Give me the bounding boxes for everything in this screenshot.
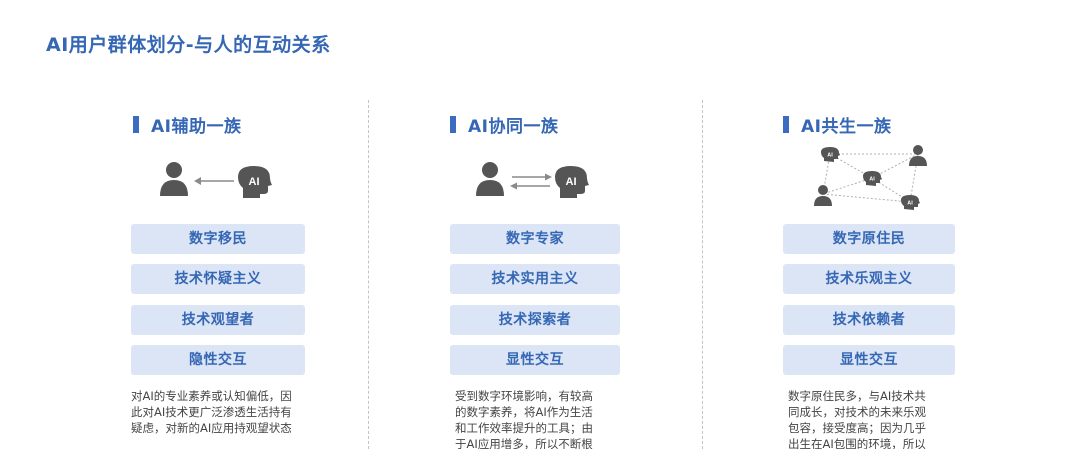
- tag-digital-expert: 数字专家: [450, 224, 620, 254]
- tag-tech-dependent: 技术依赖者: [783, 305, 955, 335]
- tag-tech-watcher: 技术观望者: [131, 305, 305, 335]
- human-ai-illustration: AI: [160, 162, 272, 198]
- column-divider: [702, 100, 703, 449]
- heading-marker: [133, 116, 139, 133]
- person-icon: [160, 162, 188, 196]
- ai-badge-label: AI: [827, 153, 833, 159]
- ai-badge-label: AI: [566, 176, 577, 188]
- person-icon: [814, 185, 832, 206]
- tag-explicit-interaction: 显性交互: [450, 345, 620, 375]
- person-icon: [476, 162, 504, 196]
- ai-head-icon: AI: [821, 147, 840, 162]
- heading-marker: [450, 116, 456, 133]
- ai-head-icon: AI: [901, 195, 920, 210]
- heading-text: AI协同一族: [468, 117, 559, 137]
- page-title: AI用户群体划分-与人的互动关系: [46, 34, 331, 56]
- ai-badge-label: AI: [869, 177, 875, 183]
- bidirectional-arrows-icon: [510, 173, 552, 190]
- person-icon: [909, 145, 927, 166]
- column-heading: AI共生一族: [783, 112, 891, 137]
- tag-implicit-interaction: 隐性交互: [131, 345, 305, 375]
- network-illustration: AI AI AI: [814, 145, 927, 210]
- heading-marker: [783, 116, 789, 133]
- ai-badge-label: AI: [249, 176, 260, 188]
- tag-tech-optimism: 技术乐观主义: [783, 264, 955, 294]
- ai-head-icon: AI: [555, 166, 589, 198]
- column-divider: [368, 100, 369, 449]
- tag-tech-explorer: 技术探索者: [450, 305, 620, 335]
- ai-head-icon: AI: [863, 171, 882, 186]
- human-ai-illustration: AI: [476, 162, 589, 198]
- column-description: 对AI的专业素养或认知偏低，因 此对AI技术更广泛渗透生活持有 疑虑，对新的AI…: [131, 389, 292, 435]
- tag-tech-skepticism: 技术怀疑主义: [131, 264, 305, 294]
- column-description: 受到数字环境影响，有较高 的数字素养，将AI作为生活 和工作效率提升的工具；由 …: [455, 389, 593, 449]
- tag-digital-native: 数字原住民: [783, 224, 955, 254]
- column-description: 数字原住民多，与AI技术共 同成长，对技术的未来乐观 包容，接受度高；因为几乎 …: [788, 389, 926, 449]
- heading-text: AI辅助一族: [151, 117, 242, 137]
- heading-text: AI共生一族: [801, 117, 892, 137]
- tag-tech-pragmatism: 技术实用主义: [450, 264, 620, 294]
- ai-head-icon: AI: [238, 166, 272, 198]
- tag-explicit-interaction: 显性交互: [783, 345, 955, 375]
- arrow-left-icon: [194, 177, 234, 185]
- ai-badge-label: AI: [907, 201, 913, 207]
- tag-digital-immigrant: 数字移民: [131, 224, 305, 254]
- column-heading: AI辅助一族: [133, 112, 241, 137]
- column-heading: AI协同一族: [450, 112, 558, 137]
